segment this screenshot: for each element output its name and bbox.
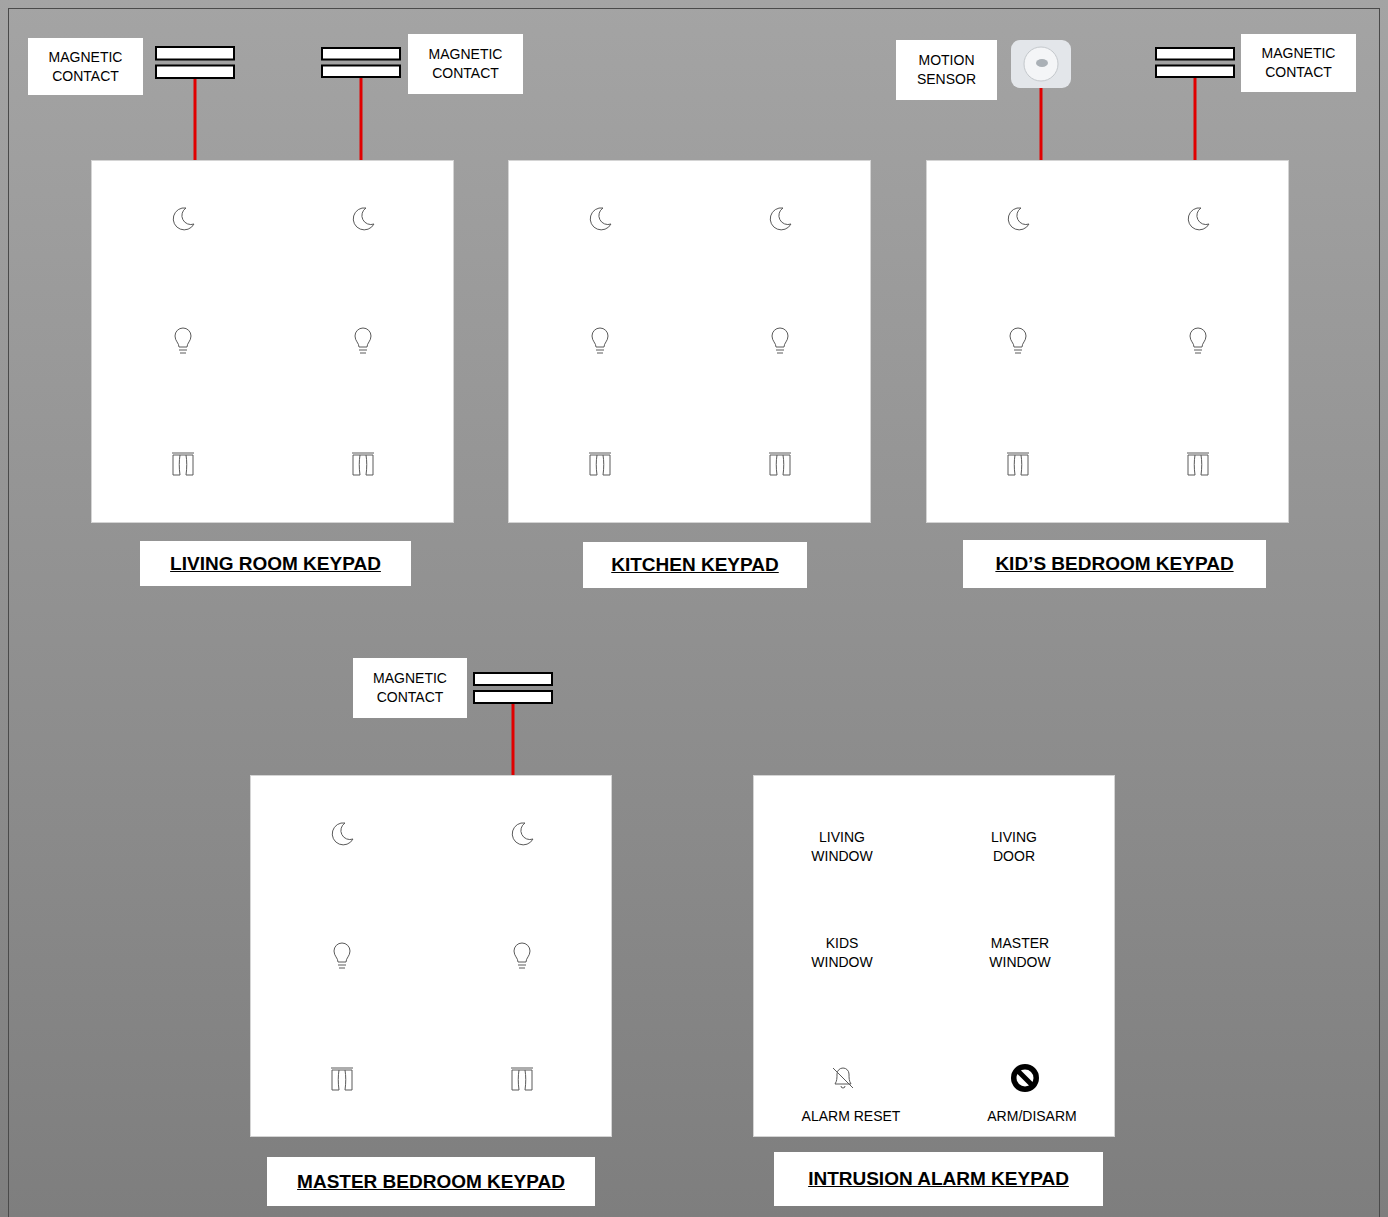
bulb-icon (1010, 328, 1026, 353)
moon-icon (332, 823, 353, 845)
moon-icon (512, 823, 533, 845)
sensor-label-box: MAGNETIC CONTACT (408, 34, 523, 94)
keypad-heading-box: KITCHEN KEYPAD (583, 542, 807, 588)
sensor-label: MAGNETIC CONTACT (1247, 44, 1350, 82)
sensor-label-box: MOTION SENSOR (896, 40, 997, 100)
keypad-icons (250, 775, 612, 1137)
keypad-icons (91, 160, 454, 523)
bell-mute-icon (833, 1068, 853, 1088)
bulb-icon (175, 328, 191, 353)
no-symbol-icon (1011, 1064, 1039, 1092)
button-label: ARM/DISARM (987, 1107, 1076, 1126)
keypad-icons (753, 775, 1115, 1137)
magnetic-contact-symbol (1155, 47, 1235, 78)
no-symbol-hole (1017, 1070, 1034, 1087)
keypad-heading-box: INTRUSION ALARM KEYPAD (774, 1152, 1103, 1206)
sensor-label: MAGNETIC CONTACT (414, 45, 517, 83)
no-symbol-ring (1011, 1064, 1039, 1092)
magnetic-contact-symbol (321, 47, 401, 78)
sensor-label-box: MAGNETIC CONTACT (28, 38, 143, 95)
curtain-icon (352, 453, 374, 475)
moon-icon (1008, 208, 1029, 230)
button-label: ALARM RESET (802, 1107, 901, 1126)
motion-sensor-icon (1011, 40, 1071, 88)
keypad-icons (508, 160, 871, 523)
sensor-wire (1040, 88, 1043, 160)
button-label: LIVING WINDOW (804, 828, 880, 866)
bulb-icon (1190, 328, 1206, 353)
keypad-heading-box: KID’S BEDROOM KEYPAD (963, 540, 1266, 588)
curtain-icon (1007, 453, 1029, 475)
button-label: MASTER WINDOW (982, 934, 1058, 972)
keypad-icons (926, 160, 1289, 523)
bulb-icon (592, 328, 608, 353)
bulb-icon (514, 943, 530, 968)
sensor-label-box: MAGNETIC CONTACT (353, 658, 467, 718)
keypad-panel: MASTER BEDROOM KEYPAD (250, 775, 612, 1137)
contact-bar (474, 673, 552, 685)
curtain-icon (589, 453, 611, 475)
contact-bar (1156, 48, 1234, 60)
keypad-heading-box: LIVING ROOM KEYPAD (140, 541, 411, 586)
sensor-label: MOTION SENSOR (902, 51, 991, 89)
magnetic-contact-symbol (473, 672, 553, 704)
motion-sensor-lens (1024, 47, 1058, 81)
button-label: KIDS WINDOW (804, 934, 880, 972)
motion-sensor-eye (1036, 59, 1048, 67)
moon-icon (173, 208, 194, 230)
moon-icon (353, 208, 374, 230)
keypad-heading: KITCHEN KEYPAD (611, 554, 779, 576)
curtain-icon (769, 453, 791, 475)
contact-bar (1156, 66, 1234, 78)
frame-border (9, 9, 1380, 1217)
moon-icon (590, 208, 611, 230)
contact-bar (322, 66, 400, 78)
magnetic-contact-symbol (155, 46, 235, 79)
curtain-icon (511, 1068, 533, 1090)
bulb-icon (355, 328, 371, 353)
keypad-heading-box: MASTER BEDROOM KEYPAD (267, 1157, 595, 1206)
sensor-label: MAGNETIC CONTACT (359, 669, 461, 707)
sensor-label: MAGNETIC CONTACT (34, 48, 137, 86)
curtain-icon (1187, 453, 1209, 475)
keypad-panel: KID’S BEDROOM KEYPAD (926, 160, 1289, 523)
sensor-wire (194, 79, 197, 160)
bulb-icon (334, 943, 350, 968)
no-symbol-slash (1018, 1071, 1032, 1085)
keypad-panel: LIVING ROOM KEYPAD (91, 160, 454, 523)
contact-bar (474, 691, 552, 703)
keypad-panel: KITCHEN KEYPAD (508, 160, 871, 523)
keypad-heading: INTRUSION ALARM KEYPAD (808, 1168, 1069, 1190)
keypad-heading: LIVING ROOM KEYPAD (170, 553, 381, 575)
sensor-wire (360, 78, 363, 160)
keypad-panel: INTRUSION ALARM KEYPADLIVING WINDOWLIVIN… (753, 775, 1115, 1137)
bulb-icon (772, 328, 788, 353)
moon-icon (1188, 208, 1209, 230)
motion-sensor-body (1011, 40, 1071, 88)
sensor-wire (512, 704, 515, 775)
curtain-icon (331, 1068, 353, 1090)
contact-bar (322, 48, 400, 60)
keypad-heading: MASTER BEDROOM KEYPAD (297, 1171, 565, 1193)
button-label: LIVING DOOR (976, 828, 1052, 866)
contact-bar (156, 47, 234, 60)
keypad-heading: KID’S BEDROOM KEYPAD (995, 553, 1233, 575)
moon-icon (770, 208, 791, 230)
sensor-label-box: MAGNETIC CONTACT (1241, 34, 1356, 92)
curtain-icon (172, 453, 194, 475)
contact-bar (156, 66, 234, 79)
sensor-wire (1194, 78, 1197, 160)
